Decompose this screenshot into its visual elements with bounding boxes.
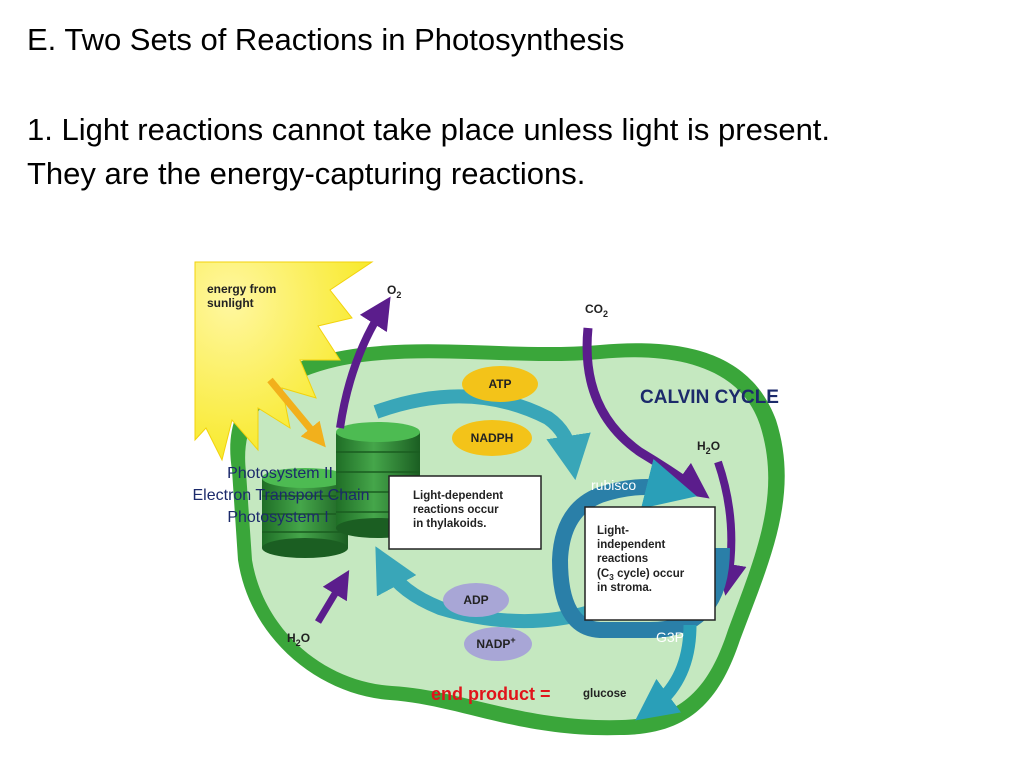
electron-transport-chain-label: Electron Transport Chain: [193, 487, 370, 504]
photosystem-2-label: Photosystem II: [227, 465, 333, 482]
light-independent-box: [584, 506, 716, 621]
light-independent-text-4: (C3 cycle) occur: [597, 568, 685, 582]
atp-oval: [462, 366, 538, 402]
g3p-output-arrow: [635, 624, 697, 721]
nadph-label: NADPH: [471, 431, 514, 445]
nadph-oval: [452, 420, 532, 456]
photosystem-1-label: Photosystem I: [227, 509, 328, 526]
slide-bullet-line-1: 1. Light reactions cannot take place unl…: [27, 112, 831, 147]
atp-label: ATP: [488, 377, 511, 391]
h2o-left-label: H2O: [287, 631, 310, 648]
o2-arrow: [336, 296, 391, 429]
light-independent-text-2: independent: [597, 539, 666, 551]
light-independent-text-5: in stroma.: [597, 582, 652, 594]
light-dependent-box: [388, 475, 542, 550]
light-independent-text-1: Light-: [597, 525, 629, 537]
o2-label: O2: [387, 283, 401, 300]
sun-energy-label: energy from: [207, 282, 276, 296]
slide-title: E. Two Sets of Reactions in Photosynthes…: [27, 22, 625, 57]
g3p-label: G3P: [656, 629, 684, 645]
light-dependent-text-3: in thylakoids.: [413, 518, 487, 530]
h2o-left-arrow: [314, 569, 350, 624]
co2-label: CO2: [585, 302, 608, 319]
light-dependent-text-2: reactions occur: [413, 504, 499, 516]
sun-energy-label-2: sunlight: [207, 296, 254, 310]
sunlight-arrow: [267, 377, 326, 448]
slide-bullet-line-2: They are the energy-capturing reactions.: [27, 156, 586, 191]
atp-nadph-arrow: [373, 389, 591, 481]
calvin-cycle-label: CALVIN CYCLE: [640, 387, 779, 408]
nadp-oval: [464, 627, 532, 661]
thylakoid-stack-left: [262, 468, 348, 558]
rubisco-label: rubisco: [591, 477, 636, 493]
h2o-right-arrow: [714, 460, 747, 596]
nadp-label: NADP+: [476, 635, 515, 651]
h2o-right-label: H2O: [697, 439, 720, 456]
glucose-label: glucose: [583, 688, 626, 700]
light-independent-text-3: reactions: [597, 553, 648, 565]
sun-icon: [194, 261, 374, 462]
adp-label: ADP: [463, 593, 488, 607]
light-dependent-text-1: Light-dependent: [413, 490, 503, 502]
adp-oval: [443, 583, 509, 617]
end-product-label: end product =: [431, 684, 551, 704]
